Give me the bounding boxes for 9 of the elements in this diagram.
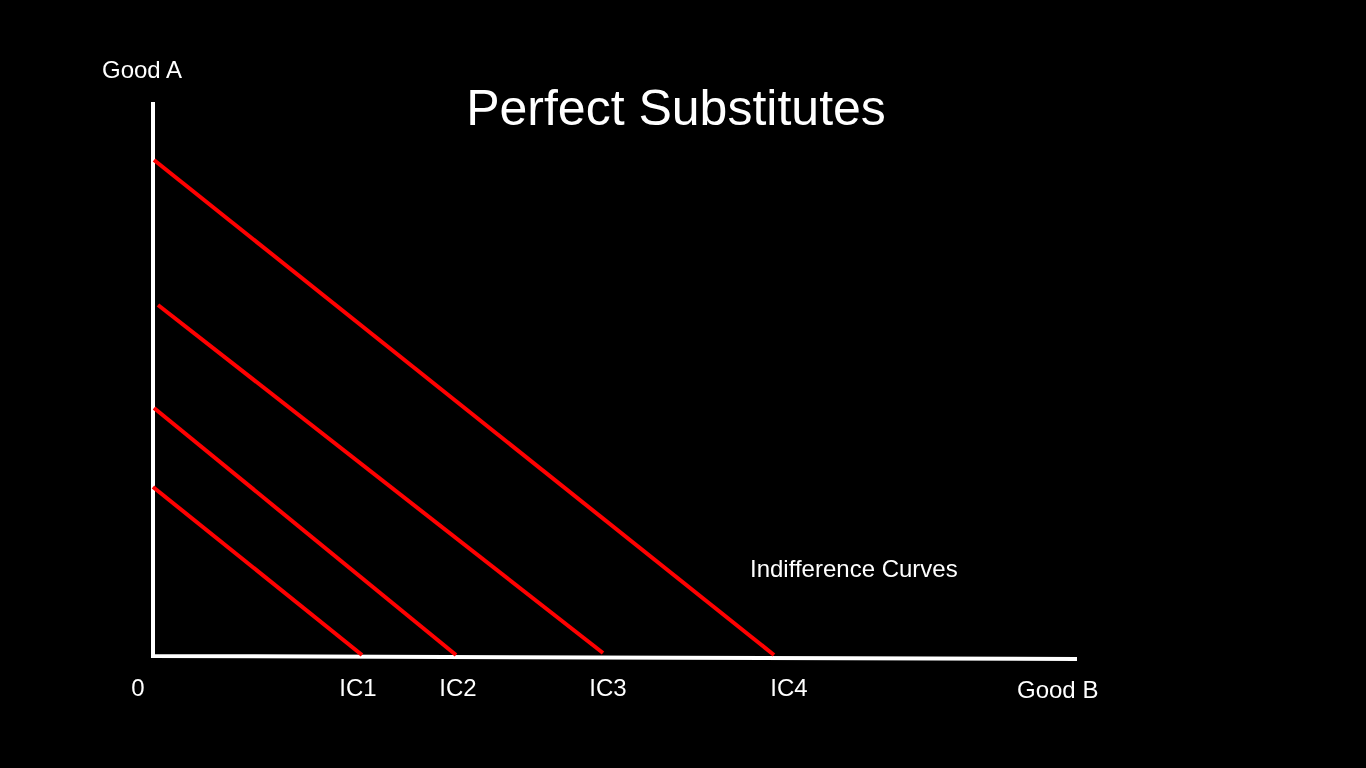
axis-label: Good A	[102, 56, 183, 85]
curve-label: IC2	[439, 674, 477, 703]
curve-label: IC4	[770, 674, 808, 703]
origin-label: 0	[131, 674, 145, 703]
axis-label: Good B	[1017, 676, 1099, 705]
chart-title: Perfect Substitutes	[466, 79, 886, 138]
curve-label: IC3	[589, 674, 627, 703]
annotation-text: Indifference Curves	[750, 555, 958, 584]
curve-label: IC1	[339, 674, 377, 703]
